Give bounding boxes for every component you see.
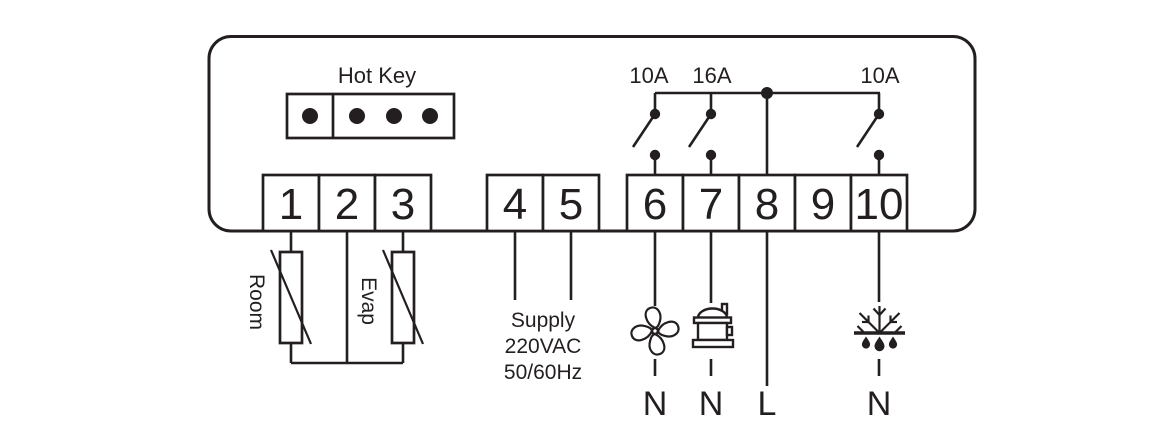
- terminal-block-power: 4 5: [485, 173, 601, 233]
- fan-icon: [630, 306, 680, 356]
- hot-key-pin-icon: [422, 108, 438, 124]
- terminal-cell-10: [849, 173, 909, 233]
- terminal-number-6: 6: [643, 180, 667, 229]
- sensor-wiring: Room Evap: [245, 231, 425, 365]
- defrost-relay-rating: 10A: [860, 63, 899, 88]
- compressor-relay-rating: 16A: [692, 63, 731, 88]
- defrost-relay-switch-icon: [855, 93, 885, 176]
- fan-neutral-label: N: [643, 385, 668, 423]
- fan-output: N: [630, 231, 680, 423]
- fan-relay-rating: 10A: [629, 63, 668, 88]
- terminal-number-7: 7: [699, 180, 723, 229]
- hot-key-pin-icon: [386, 108, 402, 124]
- terminal-number-8: 8: [755, 180, 779, 229]
- defrost-output: N: [854, 231, 905, 423]
- supply-wiring: [513, 231, 573, 300]
- hot-key-pin-icon: [302, 108, 318, 124]
- defrost-neutral-label: N: [867, 385, 892, 423]
- supply-label-line2: 220VAC: [505, 335, 582, 358]
- terminal-cell-3: [373, 173, 433, 233]
- terminal-number-9: 9: [811, 180, 835, 229]
- terminal-cell-1: [261, 173, 321, 233]
- line-output: L: [758, 231, 777, 423]
- relay-bus: [655, 87, 880, 176]
- supply-label-line3: 50/60Hz: [504, 361, 582, 384]
- fan-relay-switch-icon: [631, 93, 661, 176]
- terminal-block-sensors: 1 2 3: [261, 173, 433, 233]
- compressor-icon: [691, 302, 735, 349]
- terminal-number-10: 10: [855, 180, 904, 229]
- room-thermistor-icon: [269, 249, 313, 345]
- evap-sensor-label: Evap: [357, 277, 380, 325]
- terminal-cell-5: [541, 173, 601, 233]
- terminal-number-2: 2: [335, 180, 359, 229]
- hot-key-connector: [285, 92, 456, 140]
- supply-label-line1: Supply: [511, 309, 576, 332]
- hot-key-pin-icon: [349, 108, 365, 124]
- evap-thermistor-icon: [381, 249, 425, 345]
- terminal-number-5: 5: [559, 180, 583, 229]
- defrost-drip-icon: [854, 306, 905, 352]
- line-label: L: [758, 385, 777, 423]
- compressor-relay-switch-icon: [687, 93, 717, 176]
- terminal-block-relay: 6 7 8 9 10: [625, 173, 909, 233]
- compressor-output: N: [691, 231, 735, 423]
- terminal-number-4: 4: [503, 180, 527, 229]
- hot-key-label: Hot Key: [338, 63, 416, 88]
- room-sensor-label: Room: [245, 274, 268, 330]
- terminal-number-1: 1: [279, 180, 303, 229]
- terminal-number-3: 3: [391, 180, 415, 229]
- compressor-neutral-label: N: [699, 385, 724, 423]
- terminal-cell-9: [793, 173, 853, 233]
